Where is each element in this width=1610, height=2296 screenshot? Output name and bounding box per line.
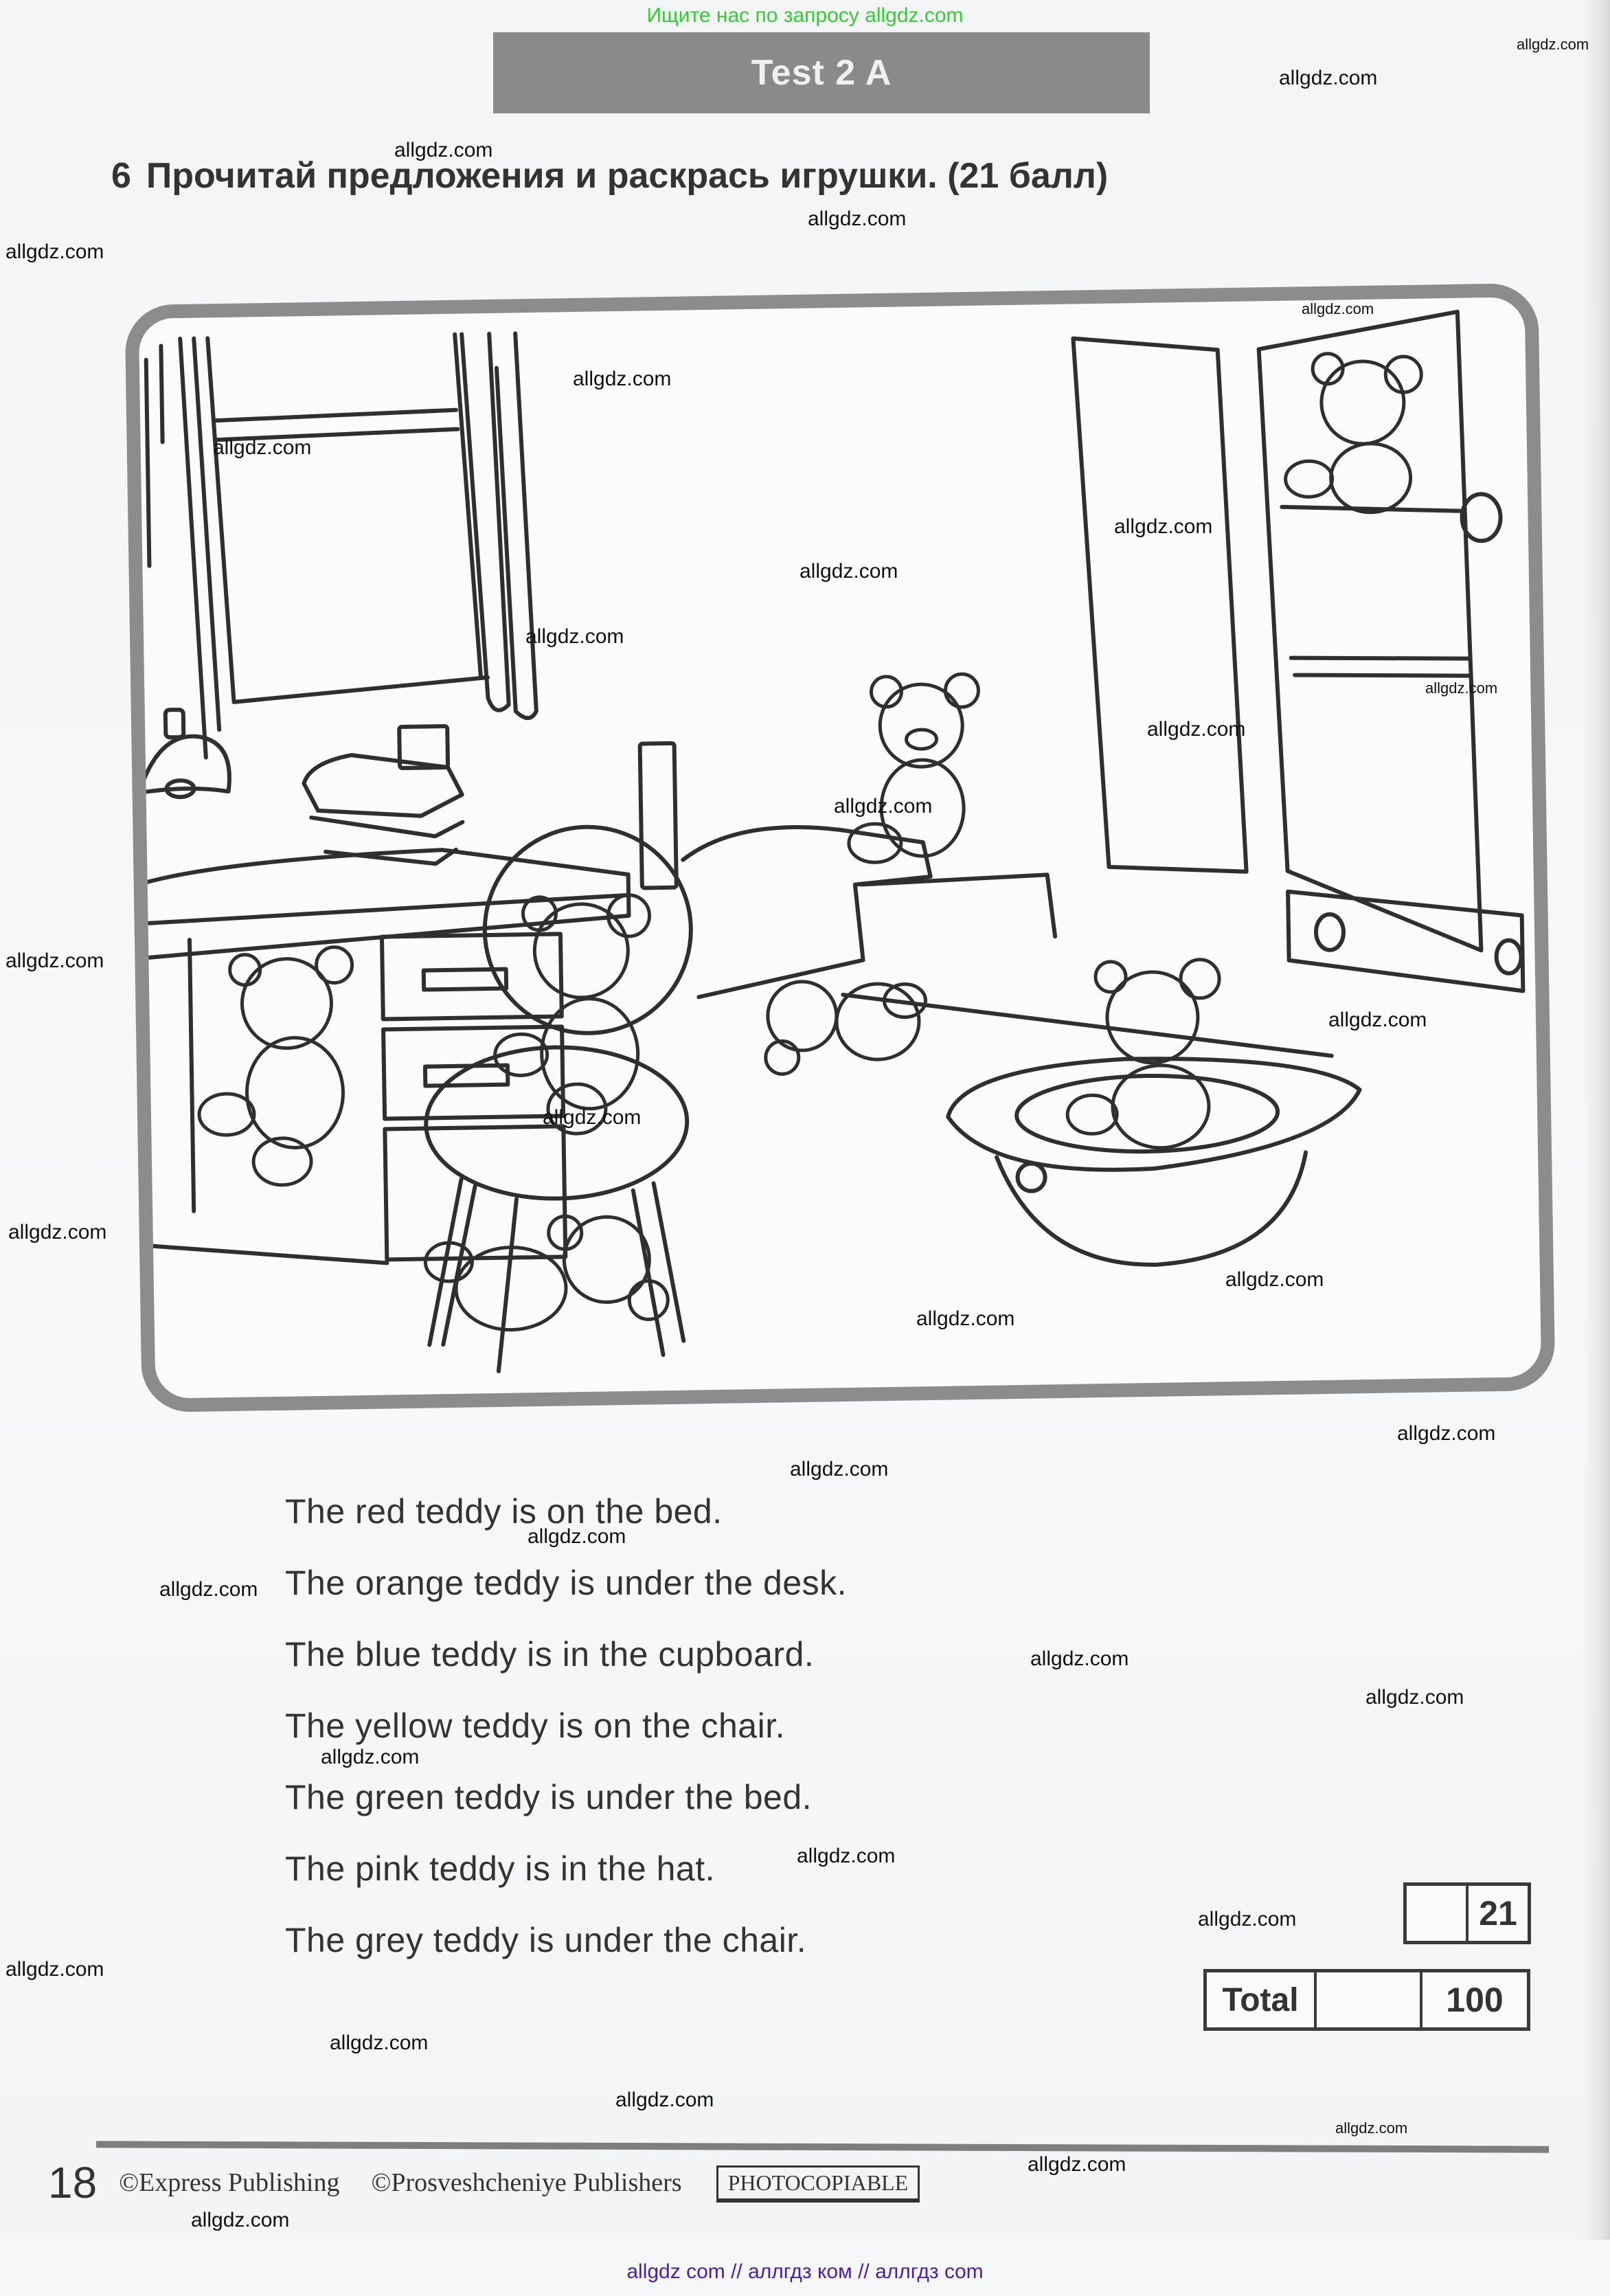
watermark: allgdz.com xyxy=(615,2089,714,2111)
page-footer: 18 ©Express Publishing ©Prosveshcheniye … xyxy=(48,2157,920,2208)
hat-icon xyxy=(946,1057,1362,1267)
watermark: allgdz.com xyxy=(1279,67,1378,89)
watermark: allgdz.com xyxy=(1365,1686,1464,1709)
teddy-in-hat xyxy=(1065,958,1221,1150)
watermark: allgdz.com xyxy=(1335,2119,1408,2137)
window-icon xyxy=(205,331,538,721)
test-label: Test 2 A xyxy=(751,53,892,93)
total-score-field[interactable] xyxy=(1317,1972,1422,2027)
bed-icon xyxy=(637,741,1334,1058)
test-header-bar: Test 2 A xyxy=(493,32,1150,113)
watermark: allgdz.com xyxy=(330,2031,429,2054)
watermark: allgdz.com xyxy=(525,625,624,648)
illustration-frame xyxy=(124,282,1556,1413)
watermark: allgdz.com xyxy=(1328,1009,1427,1031)
watermark: allgdz.com xyxy=(394,139,493,161)
top-banner: Ищите нас по запросу allgdz.com xyxy=(646,4,964,27)
watermark: allgdz.com xyxy=(1517,36,1589,53)
task-title: 6 Прочитай предложения и раскрась игрушки… xyxy=(111,155,1108,196)
sentence-item: The orange teddy is under the desk. xyxy=(285,1564,848,1602)
teddy-on-bed xyxy=(847,672,980,864)
total-label: Total xyxy=(1207,1972,1317,2027)
watermark: allgdz.com xyxy=(8,1221,107,1243)
watermark: allgdz.com xyxy=(808,207,907,230)
watermark: allgdz.com xyxy=(321,1746,420,1768)
bedroom-illustration xyxy=(138,309,1526,1373)
watermark: allgdz.com xyxy=(1114,515,1213,538)
watermark: allgdz.com xyxy=(1302,300,1374,317)
sentence-item: The pink teddy is in the hat. xyxy=(285,1849,715,1888)
watermark: allgdz.com xyxy=(528,1525,626,1548)
watermark: allgdz.com xyxy=(573,368,672,390)
copyright-prosveshcheniye: ©Prosveshcheniye Publishers xyxy=(371,2168,682,2197)
task-score-field[interactable] xyxy=(1407,1886,1469,1941)
watermark: allgdz.com xyxy=(1225,1268,1324,1291)
bottom-banner: allgdz com // аллгдз ком // аллгдз com xyxy=(626,2260,984,2283)
watermark: allgdz.com xyxy=(1030,1647,1129,1670)
watermark: allgdz.com xyxy=(213,436,312,459)
teddy-under-chair xyxy=(423,1214,670,1332)
sentence-item: The yellow teddy is on the chair. xyxy=(285,1707,785,1745)
books-icon xyxy=(302,724,465,866)
watermark: allgdz.com xyxy=(5,1958,104,1981)
total-score-box: Total 100 xyxy=(1203,1969,1530,2031)
watermark: allgdz.com xyxy=(1397,1422,1496,1445)
watermark: allgdz.com xyxy=(797,1845,896,1867)
lamp-icon xyxy=(138,708,231,800)
watermark: allgdz.com xyxy=(5,240,104,263)
copyright-express: ©Express Publishing xyxy=(119,2168,340,2197)
task-instruction: Прочитай предложения и раскрась игрушки.… xyxy=(146,156,1109,196)
task-number: 6 xyxy=(111,156,131,196)
photocopiable-badge: PHOTOCOPIABLE xyxy=(716,2165,920,2201)
watermark: allgdz.com xyxy=(1147,718,1246,741)
sentence-item: The grey teddy is under the chair. xyxy=(285,1921,807,1959)
curtains-icon xyxy=(144,336,222,760)
task-score-box: 21 xyxy=(1403,1882,1531,1944)
sentence-list: The red teddy is on the bed. The orange … xyxy=(285,1476,847,1976)
watermark: allgdz.com xyxy=(5,949,104,972)
watermark: allgdz.com xyxy=(1198,1908,1297,1931)
task-max-points: 21 xyxy=(1479,1894,1517,1933)
page-number: 18 xyxy=(48,2158,98,2207)
watermark: allgdz.com xyxy=(1425,679,1498,697)
teddy-in-cupboard xyxy=(1284,352,1423,515)
teddy-under-bed xyxy=(764,980,928,1076)
watermark: allgdz.com xyxy=(916,1307,1015,1330)
watermark: allgdz.com xyxy=(800,560,898,583)
chair-icon xyxy=(424,824,693,1373)
cupboard-icon xyxy=(1071,309,1526,993)
watermark: allgdz.com xyxy=(790,1458,889,1481)
watermark: allgdz.com xyxy=(834,795,933,818)
watermark: allgdz.com xyxy=(191,2209,290,2231)
teddy-bear-icons xyxy=(197,352,1423,1332)
sentence-item: The green teddy is under the bed. xyxy=(285,1778,813,1816)
sentence-item: The blue teddy is in the cupboard. xyxy=(285,1635,815,1674)
sentence-item: The red teddy is on the bed. xyxy=(285,1492,723,1531)
page-edge-shadow xyxy=(1583,0,1610,2240)
watermark: allgdz.com xyxy=(543,1106,642,1129)
watermark: allgdz.com xyxy=(1028,2153,1126,2176)
total-max-points: 100 xyxy=(1446,1981,1504,2019)
teddy-on-chair xyxy=(493,893,652,1136)
watermark: allgdz.com xyxy=(159,1578,258,1601)
teddy-under-desk xyxy=(197,945,354,1187)
